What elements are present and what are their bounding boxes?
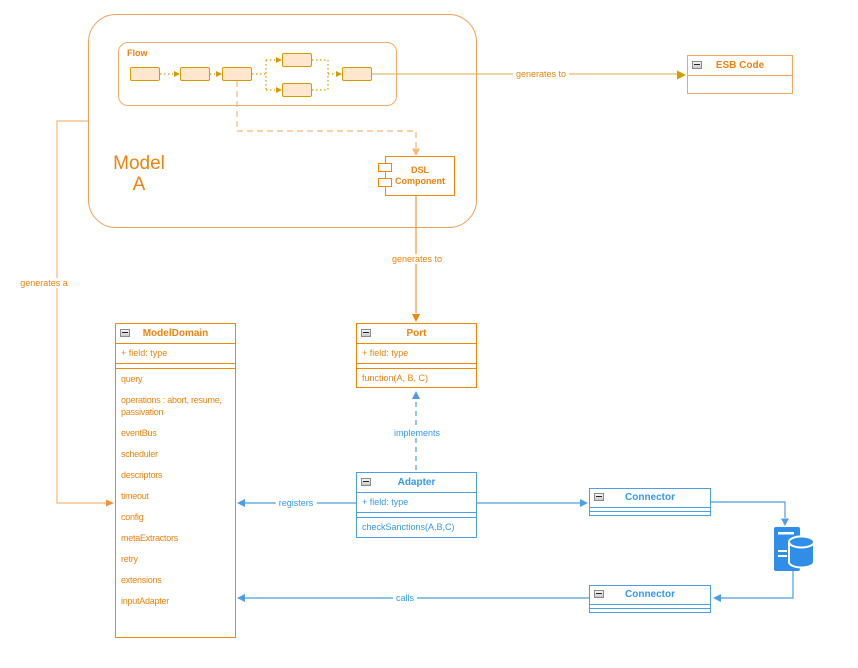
edge-flow-merge bbox=[312, 59, 335, 91]
flow-title: Flow bbox=[127, 48, 148, 58]
port-method: function(A, B, C) bbox=[362, 373, 429, 383]
edge-label-calls: calls bbox=[392, 593, 418, 603]
adapter-method: checkSanctions(A,B,C) bbox=[362, 522, 455, 532]
connector-compartment bbox=[590, 512, 710, 515]
connector-header: Connector bbox=[590, 489, 710, 508]
dsl-label-line1: DSL bbox=[411, 165, 429, 175]
model-a-container[interactable] bbox=[88, 14, 477, 228]
connector-title: Connector bbox=[625, 492, 675, 503]
database-server-icon[interactable] bbox=[770, 524, 818, 576]
connector-title: Connector bbox=[625, 589, 675, 600]
collapse-icon[interactable] bbox=[594, 493, 604, 501]
edge-label-generates-to-esb: generates to bbox=[512, 69, 570, 79]
modeldomain-title: ModelDomain bbox=[142, 328, 209, 339]
domain-item: config bbox=[121, 512, 144, 522]
adapter-header: Adapter bbox=[357, 473, 476, 493]
edge-label-implements: implements bbox=[390, 428, 444, 438]
domain-item: descriptors bbox=[121, 470, 163, 480]
class-connector-top[interactable]: Connector bbox=[589, 488, 711, 516]
dsl-component[interactable]: DSL Component bbox=[385, 156, 455, 196]
class-esb-code[interactable]: ESB Code bbox=[687, 55, 793, 94]
collapse-icon[interactable] bbox=[692, 61, 702, 69]
collapse-icon[interactable] bbox=[361, 478, 371, 486]
model-a-label-line1: Model bbox=[113, 153, 165, 174]
connector-compartment bbox=[590, 605, 710, 609]
edge-flow-to-dsl bbox=[236, 81, 417, 148]
compartment-divider bbox=[357, 513, 476, 518]
flow-step[interactable] bbox=[180, 67, 210, 81]
modeldomain-body: query operations : abort, resume, passiv… bbox=[116, 369, 235, 616]
connector-compartment bbox=[590, 508, 710, 512]
edge-connector-to-database bbox=[711, 501, 786, 518]
collapse-icon[interactable] bbox=[594, 590, 604, 598]
modeldomain-header: ModelDomain bbox=[116, 324, 235, 344]
flow-step[interactable] bbox=[130, 67, 160, 81]
domain-item: eventBus bbox=[121, 428, 157, 438]
edge-label-registers: registers bbox=[275, 498, 317, 508]
port-field: + field: type bbox=[357, 344, 476, 364]
flow-container[interactable] bbox=[118, 42, 397, 106]
esb-header: ESB Code bbox=[688, 56, 792, 76]
edge-database-to-connector bbox=[721, 571, 794, 599]
domain-item: timeout bbox=[121, 491, 149, 501]
class-connector-bottom[interactable]: Connector bbox=[589, 585, 711, 613]
adapter-field: + field: type bbox=[357, 493, 476, 513]
dsl-component-label: DSL Component bbox=[395, 165, 445, 187]
compartment-divider bbox=[357, 364, 476, 369]
compartment-divider bbox=[116, 364, 235, 369]
connector-compartment bbox=[590, 609, 710, 612]
collapse-icon[interactable] bbox=[361, 329, 371, 337]
domain-item: query bbox=[121, 374, 143, 384]
class-port[interactable]: Port + field: type function(A, B, C) bbox=[356, 323, 477, 388]
dsl-label-line2: Component bbox=[395, 176, 445, 186]
port-header: Port bbox=[357, 324, 476, 344]
flow-step[interactable] bbox=[342, 67, 372, 81]
component-tab-icon bbox=[378, 163, 392, 172]
connector-header: Connector bbox=[590, 586, 710, 605]
domain-item: retry bbox=[121, 554, 138, 564]
esb-empty-compartment bbox=[688, 76, 792, 95]
domain-item: scheduler bbox=[121, 449, 158, 459]
class-modeldomain[interactable]: ModelDomain + field: type query operatio… bbox=[115, 323, 236, 638]
port-title: Port bbox=[406, 328, 427, 339]
edge-label-generates-a: generates a bbox=[17, 278, 71, 288]
domain-item: metaExtractors bbox=[121, 533, 179, 543]
edge-label-generates-to-port: generates to bbox=[388, 254, 446, 264]
edge-model-to-domain bbox=[56, 120, 106, 504]
esb-title: ESB Code bbox=[715, 60, 765, 71]
flow-step[interactable] bbox=[282, 83, 312, 97]
domain-item: operations : abort, resume, passivation bbox=[121, 395, 222, 417]
flow-step[interactable] bbox=[282, 53, 312, 67]
collapse-icon[interactable] bbox=[120, 329, 130, 337]
model-a-label: Model A bbox=[104, 153, 174, 195]
adapter-title: Adapter bbox=[397, 477, 436, 488]
model-a-label-line2: A bbox=[132, 174, 146, 195]
class-adapter[interactable]: Adapter + field: type checkSanctions(A,B… bbox=[356, 472, 477, 538]
component-tab-icon bbox=[378, 178, 392, 187]
flow-step[interactable] bbox=[222, 67, 252, 81]
modeldomain-field: + field: type bbox=[116, 344, 235, 364]
domain-item: extensions bbox=[121, 575, 162, 585]
domain-item: inputAdapter bbox=[121, 596, 170, 606]
